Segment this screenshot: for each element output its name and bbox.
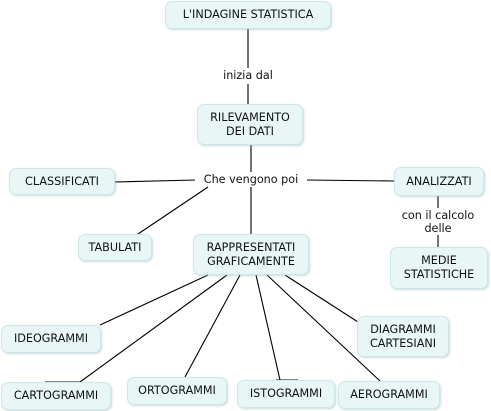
node-aerogrammi[interactable]: AEROGRAMMI: [338, 381, 440, 409]
node-analizzati-label: ANALIZZATI: [406, 174, 472, 188]
node-ideogrammi[interactable]: IDEOGRAMMI: [1, 325, 101, 353]
node-ortogrammi-label: ORTOGRAMMI: [138, 384, 216, 397]
node-rappresentati-graficamente-label: RAPPRESENTATI GRAFICAMENTE: [206, 240, 296, 268]
node-tabulati[interactable]: TABULATI: [78, 234, 152, 261]
link-che-vengono-poi: Che vengono poi: [195, 173, 307, 186]
node-ortogrammi[interactable]: ORTOGRAMMI: [127, 377, 227, 405]
node-analizzati[interactable]: ANALIZZATI: [394, 167, 484, 196]
node-cartogrammi-label: CARTOGRAMMI: [13, 389, 99, 402]
connector-rappresentati-istogrammi: [255, 274, 281, 381]
node-indagine-statistica-label: L'INDAGINE STATISTICA: [182, 8, 314, 21]
node-medie-statistiche-label: MEDIE STATISTICHE: [403, 254, 475, 281]
node-istogrammi[interactable]: ISTOGRAMMI: [237, 380, 335, 408]
connector-che-vengono-poi-classificati: [114, 179, 197, 183]
node-diagrammi-cartesiani[interactable]: DIAGRAMMI CARTESIANI: [357, 316, 449, 357]
link-con-il-calcolo-delle: con il calcolo delle: [394, 209, 482, 235]
connector-rappresentati-ideogrammi: [99, 274, 209, 326]
node-indagine-statistica[interactable]: L'INDAGINE STATISTICA: [165, 1, 331, 29]
node-tabulati-label: TABULATI: [88, 240, 142, 254]
node-ideogrammi-label: IDEOGRAMMI: [13, 332, 89, 345]
node-classificati[interactable]: CLASSIFICATI: [9, 168, 115, 195]
node-classificati-label: CLASSIFICATI: [25, 174, 99, 188]
node-medie-statistiche[interactable]: MEDIE STATISTICHE: [390, 247, 488, 289]
node-rilevamento-dei-dati-label: RILEVAMENTO DEI DATI: [210, 110, 290, 138]
connector-rappresentati-aerogrammi: [266, 274, 381, 382]
node-diagrammi-cartesiani-label: DIAGRAMMI CARTESIANI: [369, 322, 437, 350]
connector-rappresentati-diagrammi-cartesiani: [284, 274, 359, 323]
link-inizia-dal: inizia dal: [217, 69, 279, 82]
connector-che-vengono-poi-tabulati: [137, 186, 209, 235]
node-aerogrammi-label: AEROGRAMMI: [350, 388, 428, 401]
node-rappresentati-graficamente[interactable]: RAPPRESENTATI GRAFICAMENTE: [193, 234, 309, 275]
connector-rappresentati-ortogrammi: [184, 274, 241, 378]
connector-che-vengono-poi-analizzati: [305, 179, 395, 182]
node-rilevamento-dei-dati[interactable]: RILEVAMENTO DEI DATI: [197, 104, 303, 145]
node-istogrammi-label: ISTOGRAMMI: [249, 387, 323, 400]
node-cartogrammi[interactable]: CARTOGRAMMI: [1, 382, 111, 410]
connector-rappresentati-cartogrammi: [79, 274, 228, 383]
